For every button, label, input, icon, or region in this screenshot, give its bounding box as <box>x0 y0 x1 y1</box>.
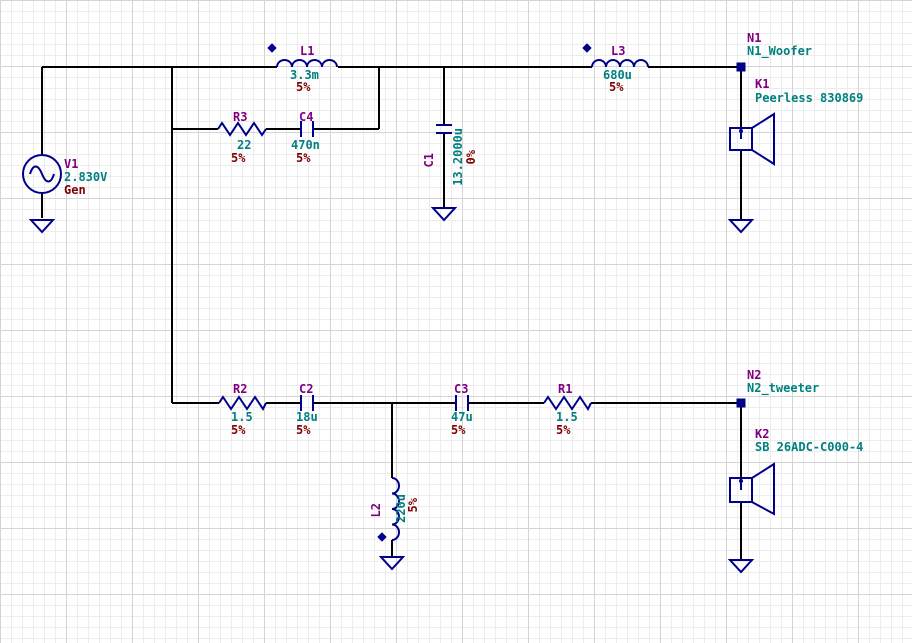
speaker-K2[interactable] <box>729 462 775 516</box>
c3-tol-label: 5% <box>451 423 466 437</box>
k2-model-label: SB 26ADC-C000-4 <box>755 440 864 454</box>
capacitor-C1[interactable] <box>436 124 452 134</box>
inductor-L2[interactable] <box>377 477 400 542</box>
node-markers <box>736 62 746 408</box>
speaker-K1[interactable] <box>729 112 775 166</box>
resistor-R1[interactable] <box>543 395 592 411</box>
voltage-source-V1[interactable] <box>22 154 62 194</box>
c2-tol-label: 5% <box>296 423 311 437</box>
n1-ref-label: N1 <box>747 31 762 45</box>
capacitor-C2[interactable] <box>300 395 314 411</box>
r1-tol-label: 5% <box>556 423 571 437</box>
l1-ref-label: L1 <box>300 44 315 58</box>
l3-tol-label: 5% <box>609 80 624 94</box>
l1-tol-label: 5% <box>296 80 311 94</box>
c4-ref-label: C4 <box>299 110 314 124</box>
l1-value-label: 3.3m <box>290 68 319 82</box>
resistor-R3[interactable] <box>217 121 267 137</box>
r1-value-label: 1.5 <box>556 410 578 424</box>
r2-value-label: 1.5 <box>231 410 253 424</box>
c3-value-label: 47u <box>451 410 473 424</box>
r2-ref-label: R2 <box>233 382 248 396</box>
k1-ref-label: K1 <box>755 77 770 91</box>
r3-tol-label: 5% <box>231 151 246 165</box>
ground-symbols <box>28 207 755 574</box>
r3-value-label: 22 <box>237 138 252 152</box>
c4-value-label: 470n <box>291 138 320 152</box>
r3-ref-label: R3 <box>233 110 248 124</box>
c3-ref-label: C3 <box>454 382 469 396</box>
resistor-R2[interactable] <box>218 395 267 411</box>
v1-value-label: 2.830V <box>64 170 108 184</box>
k2-ref-label: K2 <box>755 427 770 441</box>
capacitor-C4[interactable] <box>300 121 314 137</box>
r2-tol-label: 5% <box>231 423 246 437</box>
c1-tol-label: 0% <box>464 150 478 165</box>
inductor-L3[interactable] <box>582 43 649 68</box>
n2-ref-label: N2 <box>747 368 762 382</box>
n1-name-label: N1_Woofer <box>747 44 813 58</box>
c1-ref-label: C1 <box>422 153 436 168</box>
wires <box>41 66 742 560</box>
c2-ref-label: C2 <box>299 382 314 396</box>
l2-ref-label: L2 <box>369 503 383 518</box>
n2-name-label: N2_tweeter <box>747 381 820 395</box>
capacitor-C3[interactable] <box>455 395 469 411</box>
v1-gen-label: Gen <box>64 183 86 197</box>
l3-ref-label: L3 <box>611 44 626 58</box>
r1-ref-label: R1 <box>558 382 573 396</box>
c4-tol-label: 5% <box>296 151 311 165</box>
inductor-L1[interactable] <box>267 43 338 68</box>
l2-tol-label: 5% <box>406 498 420 513</box>
v1-ref-label: V1 <box>64 157 79 171</box>
c2-value-label: 18u <box>296 410 318 424</box>
k1-model-label: Peerless 830869 <box>755 91 864 105</box>
l3-value-label: 680u <box>603 68 632 82</box>
